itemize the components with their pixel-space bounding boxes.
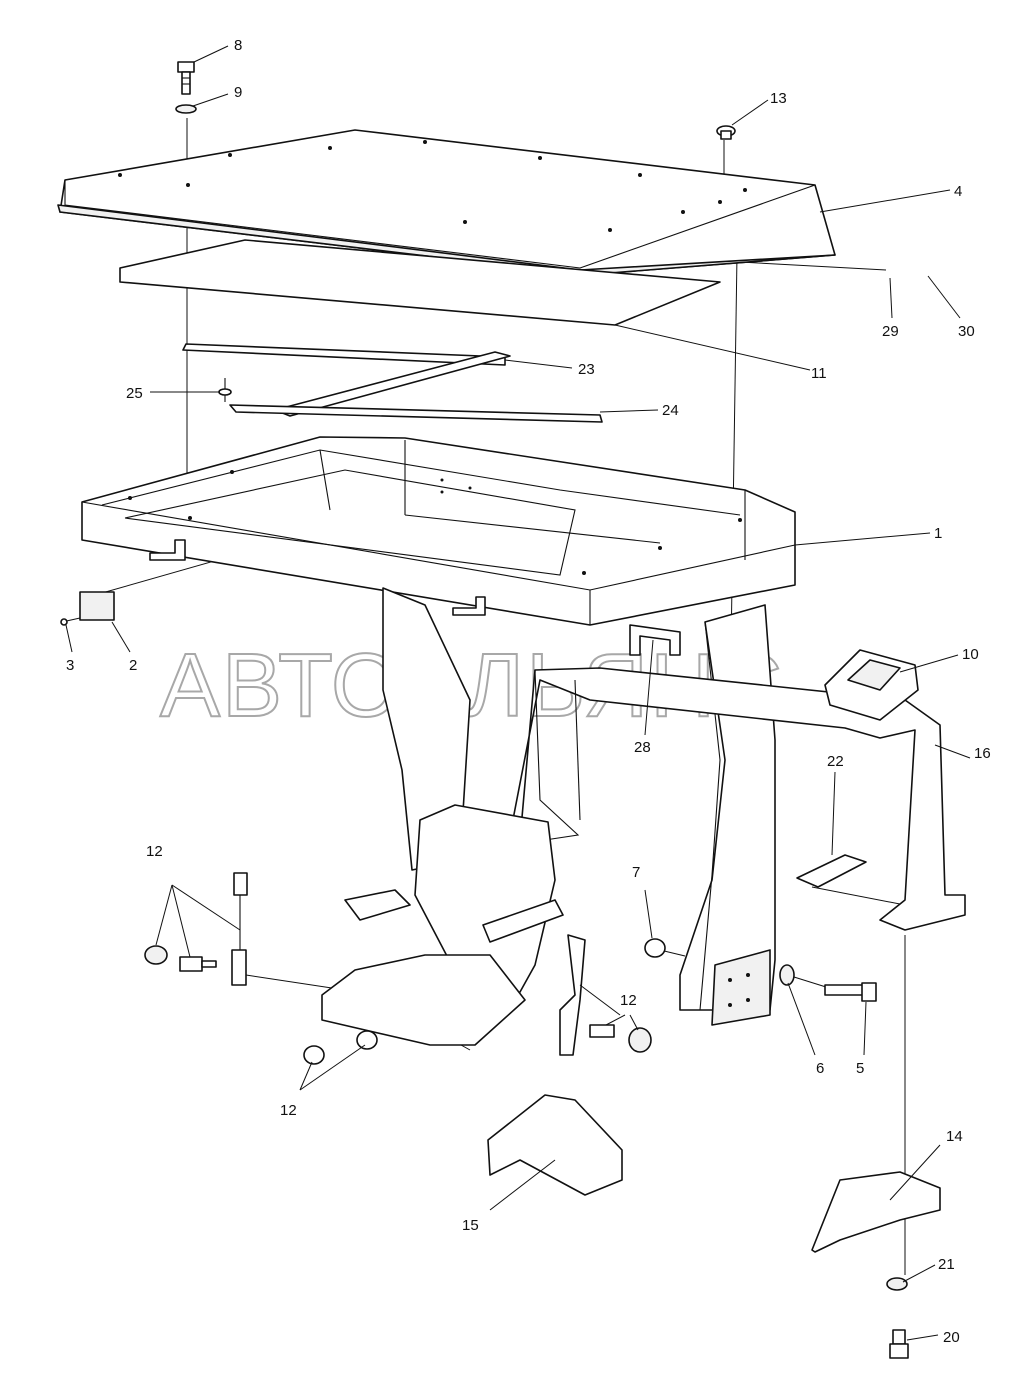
- callout-29: 29: [882, 323, 899, 340]
- bolt-5: [824, 982, 877, 1002]
- bolt-8: [177, 61, 195, 95]
- callout-23: 23: [578, 361, 595, 378]
- plug-13: [716, 125, 736, 140]
- leader-lines: [65, 45, 971, 1341]
- callout-6: 6: [816, 1060, 824, 1077]
- callout-11: 11: [811, 365, 827, 382]
- bracket-28: [629, 624, 681, 656]
- callout-8: 8: [234, 37, 242, 54]
- bracket-15: [487, 1094, 623, 1196]
- callout-3: 3: [66, 657, 74, 674]
- nut-7: [644, 938, 666, 958]
- callout-5: 5: [856, 1060, 864, 1077]
- grommet-10: [824, 649, 919, 721]
- callout-28: 28: [634, 739, 651, 756]
- strip-24: [229, 351, 603, 423]
- washer-6: [779, 964, 795, 986]
- callout-14: 14: [946, 1128, 963, 1145]
- callout-22: 22: [827, 753, 844, 770]
- callout-12-bottom: 12: [280, 1102, 297, 1119]
- liner-panel-11: [119, 239, 721, 326]
- support-bracket-16: [509, 667, 966, 931]
- callout-30: 30: [958, 323, 975, 340]
- callout-12-right: 12: [620, 992, 637, 1009]
- roof-holes: [118, 140, 747, 232]
- frame-1: [81, 436, 796, 626]
- seat: [321, 804, 564, 1046]
- callout-2: 2: [129, 657, 137, 674]
- screw-3: [60, 618, 68, 626]
- callout-24: 24: [662, 402, 679, 419]
- callout-1: 1: [934, 525, 942, 542]
- callout-13: 13: [770, 90, 787, 107]
- callout-4: 4: [954, 183, 962, 200]
- washer-21: [886, 1277, 908, 1291]
- plate-22: [796, 854, 867, 888]
- roof-cover-4: [57, 129, 836, 276]
- callout-15: 15: [462, 1217, 479, 1234]
- callout-9: 9: [234, 84, 242, 101]
- callout-10: 10: [962, 646, 979, 663]
- callout-7: 7: [632, 864, 640, 881]
- callout-labels: 8 9 13 4 29 30 11 23 25 24 1 3 2 10 28 1…: [66, 37, 991, 1346]
- washer-9: [175, 104, 197, 114]
- seat-belt-12: [144, 872, 652, 1065]
- callout-20: 20: [943, 1329, 960, 1346]
- callout-21: 21: [938, 1256, 955, 1273]
- bolt-20: [889, 1329, 909, 1359]
- bracket-14: [811, 1171, 941, 1253]
- callout-25: 25: [126, 385, 143, 402]
- rivet-25: [218, 378, 232, 402]
- callout-12-top: 12: [146, 843, 163, 860]
- frame-tabs: [149, 539, 486, 616]
- plate-2: [79, 591, 115, 621]
- callout-16: 16: [974, 745, 991, 762]
